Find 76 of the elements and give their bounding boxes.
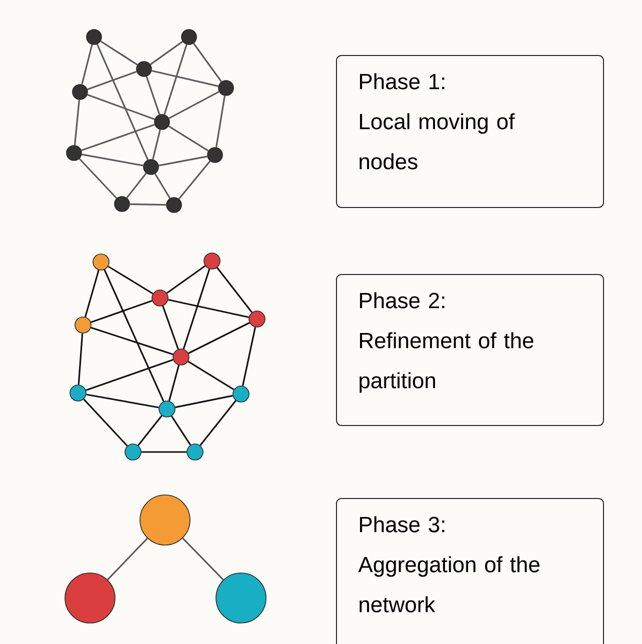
graph-edge (78, 333, 84, 385)
graph-edge (104, 269, 164, 402)
graph-edge (126, 172, 147, 198)
graph-vertex (136, 61, 152, 77)
phase-box: Phase 2: Refinement of the partition (336, 274, 604, 426)
graph-edge (216, 267, 252, 313)
graph-vertex (152, 290, 168, 306)
graph-edge (86, 359, 174, 391)
graph-vertex (114, 196, 130, 212)
graph-edge (130, 203, 166, 206)
graph-edge (83, 398, 128, 446)
graph-edge (216, 96, 226, 148)
graph-edge (84, 270, 100, 318)
graph-edge (162, 306, 179, 350)
graph-vertex (218, 80, 234, 96)
graph-edge (100, 40, 138, 66)
graph-vertex (124, 444, 142, 460)
graph-vertex (181, 29, 197, 45)
graph-edge (146, 76, 160, 115)
graph-edge (152, 70, 218, 87)
graph-edge (164, 44, 188, 115)
graph-vertex (92, 254, 110, 270)
graph-edge (168, 126, 209, 152)
graph-vertex (186, 444, 204, 460)
graph-vertex (86, 29, 102, 45)
graph-vertex (216, 572, 266, 624)
graph-edge (87, 94, 155, 120)
graph-edge (86, 394, 159, 408)
graph-edge (158, 156, 208, 166)
graph-edge (168, 364, 180, 402)
graph-edge (168, 91, 220, 119)
graph-edge (87, 70, 137, 90)
graph-edge (154, 173, 171, 199)
graph-vertex (140, 494, 190, 546)
graph-vertex (248, 310, 266, 328)
graph-edge (242, 327, 256, 386)
graph-edge (152, 129, 161, 160)
graph-vertex (158, 400, 176, 418)
graph-edge (96, 44, 149, 160)
graph-edge (166, 265, 206, 294)
graph-edge (188, 360, 234, 390)
graph-edge (74, 100, 80, 146)
graph-vertex (207, 147, 223, 163)
graph-edge (81, 124, 155, 152)
graph-edge (168, 299, 249, 318)
graph-edge (182, 538, 224, 580)
graph-vertex (70, 384, 86, 402)
graph-vertex (143, 159, 159, 175)
graph-edge (175, 394, 233, 408)
graph-edge (138, 415, 162, 446)
graph-edge (78, 158, 118, 199)
graph-edge (182, 268, 210, 350)
graph-edge (193, 42, 222, 82)
graph-edge (90, 326, 174, 356)
graph-vertex (72, 84, 88, 100)
graph-vertex (64, 572, 116, 624)
graph-edge (107, 538, 148, 580)
graph-edge (81, 44, 93, 85)
graph-edge (188, 322, 250, 354)
graph-edge (150, 40, 184, 66)
graph-edge (82, 154, 144, 166)
graph-vertex (74, 316, 92, 334)
phase-box: Phase 3: Aggregation of the network (336, 498, 604, 644)
graph-vertex (172, 348, 190, 366)
graph-vertex (166, 197, 182, 213)
graph-edge (141, 451, 187, 453)
graph-vertex (232, 386, 250, 402)
graph-edge (170, 416, 192, 446)
graph-edge (178, 160, 211, 200)
graph-edge (90, 300, 152, 323)
graph-edge (108, 266, 154, 294)
graph-vertex (66, 145, 82, 161)
phase-box: Phase 1: Local moving of nodes (336, 55, 604, 208)
graph-vertex (204, 252, 220, 270)
graph-vertex (154, 114, 170, 130)
graph-edge (200, 400, 236, 446)
